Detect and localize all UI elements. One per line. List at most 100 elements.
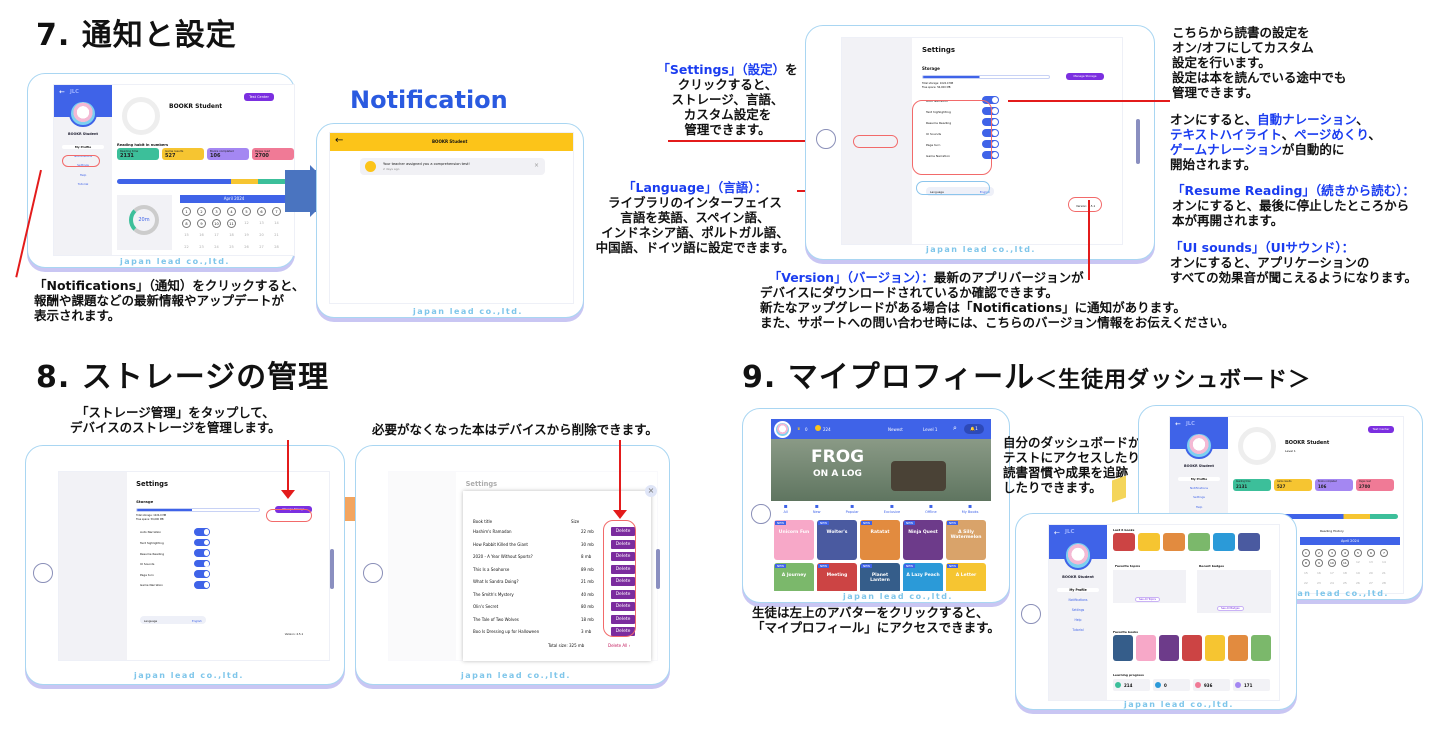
calendar-day[interactable]: 3 bbox=[1328, 549, 1336, 557]
calendar-day[interactable]: 17 bbox=[1329, 570, 1334, 575]
tab-offline[interactable]: ▪Offline bbox=[925, 503, 936, 517]
calendar-day[interactable]: 21 bbox=[1381, 570, 1386, 575]
test-center-button[interactable]: Test Center bbox=[244, 93, 274, 101]
calendar-day[interactable]: 5 bbox=[242, 207, 251, 216]
calendar-day[interactable]: 24 bbox=[214, 245, 219, 249]
test-center-button[interactable]: Test Center bbox=[1368, 426, 1394, 433]
calendar-day[interactable]: 20 bbox=[259, 233, 264, 237]
toggle-ui-sounds[interactable] bbox=[194, 559, 211, 568]
sort-newest[interactable]: Newest bbox=[888, 427, 903, 432]
book-cover[interactable] bbox=[1113, 635, 1133, 661]
level-select[interactable]: Level 1 bbox=[923, 427, 938, 432]
tab-exclusive[interactable]: ▪Exclusive bbox=[884, 503, 900, 517]
sidebar-item-help[interactable]: Help bbox=[1195, 504, 1203, 509]
toggle-ui-sounds[interactable] bbox=[982, 129, 999, 137]
book-cover[interactable] bbox=[1182, 635, 1202, 661]
calendar-day[interactable]: 27 bbox=[1368, 581, 1373, 586]
tab-my-books[interactable]: ▪My Books bbox=[962, 503, 979, 517]
delete-button[interactable]: Delete bbox=[611, 627, 635, 636]
book-cover[interactable] bbox=[1136, 635, 1156, 661]
avatar[interactable] bbox=[774, 421, 791, 438]
book-cover[interactable] bbox=[1113, 533, 1135, 551]
sidebar-item-settings[interactable]: Settings bbox=[1193, 495, 1205, 500]
close-icon[interactable]: × bbox=[645, 485, 657, 497]
calendar-day[interactable]: 7 bbox=[1380, 549, 1388, 557]
avatar[interactable] bbox=[1063, 541, 1093, 570]
sidebar-item-my-profile[interactable]: My Profile bbox=[1178, 476, 1220, 481]
calendar-day[interactable]: 9 bbox=[197, 219, 206, 228]
delete-button[interactable]: Delete bbox=[611, 564, 635, 574]
home-button[interactable] bbox=[363, 563, 383, 583]
delete-button[interactable]: Delete bbox=[611, 552, 635, 561]
back-arrow-icon[interactable]: ← bbox=[335, 135, 344, 146]
calendar-day[interactable]: 24 bbox=[1329, 581, 1334, 586]
calendar-day[interactable]: 13 bbox=[1368, 560, 1373, 565]
calendar-day[interactable]: 10 bbox=[1328, 559, 1336, 568]
back-arrow-icon[interactable]: ← bbox=[1175, 420, 1181, 428]
calendar-day[interactable]: 15 bbox=[1303, 570, 1308, 575]
toggle-text-highlighting[interactable] bbox=[194, 538, 211, 547]
sidebar-item-my-profile[interactable]: My Profile bbox=[1057, 588, 1099, 592]
calendar-day[interactable]: 26 bbox=[1355, 581, 1360, 586]
delete-all-button[interactable]: Delete All › bbox=[608, 643, 631, 648]
sidebar-item-tutorial[interactable]: Tutorial bbox=[1072, 627, 1084, 632]
see-all-topics-button[interactable]: See All Topics bbox=[1135, 597, 1160, 602]
calendar-day[interactable]: 28 bbox=[1381, 581, 1386, 586]
toggle-game-narration[interactable] bbox=[982, 151, 999, 159]
see-all-badges-button[interactable]: See All Badges bbox=[1217, 606, 1244, 611]
calendar-day[interactable]: 13 bbox=[259, 221, 264, 225]
calendar-day[interactable]: 16 bbox=[1316, 570, 1321, 575]
sidebar-item-help[interactable]: Help bbox=[79, 172, 87, 177]
calendar-day[interactable]: 23 bbox=[199, 245, 204, 249]
calendar-day[interactable]: 11 bbox=[227, 219, 236, 228]
calendar-header[interactable]: April 2024 bbox=[180, 195, 288, 203]
book-cover[interactable] bbox=[1251, 635, 1271, 661]
search-icon[interactable]: ⌕ bbox=[953, 424, 957, 432]
toggle-auto-narration[interactable] bbox=[194, 527, 211, 536]
toggle-text-highlighting[interactable] bbox=[982, 107, 999, 115]
toggle-page-turn[interactable] bbox=[194, 570, 211, 579]
calendar-day[interactable]: 2 bbox=[197, 207, 206, 216]
book-cover[interactable] bbox=[1238, 533, 1260, 551]
calendar-day[interactable]: 22 bbox=[1303, 581, 1308, 586]
calendar-day[interactable]: 22 bbox=[184, 245, 189, 249]
delete-button[interactable]: Delete bbox=[611, 527, 635, 536]
sidebar-item-help[interactable]: Help bbox=[1074, 617, 1082, 622]
bell-button[interactable]: 🔔1 bbox=[964, 424, 984, 434]
calendar-day[interactable]: 8 bbox=[182, 219, 191, 228]
calendar-day[interactable]: 10 bbox=[212, 219, 221, 228]
sidebar-item-notifications[interactable]: Notifications bbox=[1190, 485, 1208, 490]
calendar-header[interactable]: April 2024 bbox=[1300, 537, 1400, 545]
delete-button[interactable]: Delete bbox=[611, 589, 635, 599]
featured-banner[interactable]: FROG ON A LOG bbox=[771, 439, 991, 501]
delete-button[interactable]: Delete bbox=[611, 577, 635, 586]
toggle-page-turn[interactable] bbox=[982, 140, 999, 148]
back-arrow-icon[interactable]: ← bbox=[1054, 528, 1061, 537]
delete-button[interactable]: Delete bbox=[611, 539, 635, 549]
calendar-day[interactable]: 28 bbox=[274, 245, 279, 249]
book-cover[interactable] bbox=[1188, 533, 1210, 551]
sidebar-item-settings[interactable]: Settings bbox=[77, 163, 89, 168]
calendar-day[interactable]: 14 bbox=[274, 221, 279, 225]
calendar-day[interactable]: 2 bbox=[1315, 549, 1323, 557]
calendar-day[interactable]: 1 bbox=[1302, 549, 1310, 557]
book-cover[interactable] bbox=[1213, 533, 1235, 551]
calendar-day[interactable]: 6 bbox=[1367, 549, 1375, 557]
calendar-day[interactable]: 23 bbox=[1316, 581, 1321, 586]
calendar-day[interactable]: 19 bbox=[244, 233, 249, 237]
calendar-day[interactable]: 19 bbox=[1355, 570, 1360, 575]
sidebar-item-settings[interactable]: Settings bbox=[1071, 607, 1085, 612]
sidebar-item-my-profile[interactable]: My Profile bbox=[62, 144, 104, 149]
calendar-day[interactable]: 11 bbox=[1341, 559, 1349, 568]
notification-item[interactable]: Your teacher assigned you a comprehensio… bbox=[360, 158, 545, 175]
